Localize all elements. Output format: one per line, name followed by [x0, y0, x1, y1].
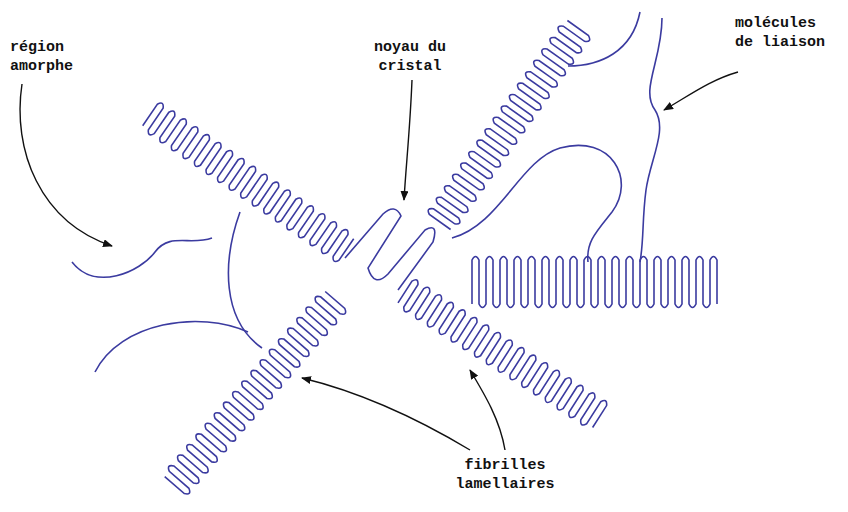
callout-label: région amorphe	[10, 38, 90, 76]
callout-label: noyau du cristal	[364, 38, 456, 76]
tie-molecule	[452, 145, 621, 262]
leader-arrow	[20, 84, 112, 246]
leader-arrow	[664, 72, 738, 110]
leader-arrow	[470, 370, 505, 450]
crystal-nucleus	[345, 209, 435, 290]
leader-lines	[20, 72, 738, 450]
leader-arrow	[404, 80, 412, 200]
tie-molecule	[568, 12, 640, 66]
callout-label: fibrilles lamellaires	[440, 456, 570, 494]
callout-label: molécules de liaison	[735, 14, 839, 52]
amorphous-chain	[72, 238, 212, 277]
amorphous-chains	[72, 12, 662, 372]
lamella	[143, 103, 354, 261]
lamella	[398, 280, 607, 428]
lamella	[472, 257, 717, 308]
lamellar-fibrils	[143, 21, 717, 495]
lamella	[428, 21, 589, 230]
amorphous-chain	[95, 321, 248, 372]
tie-molecule	[640, 18, 662, 262]
tie-molecule	[228, 212, 262, 348]
leader-arrow	[302, 378, 470, 450]
